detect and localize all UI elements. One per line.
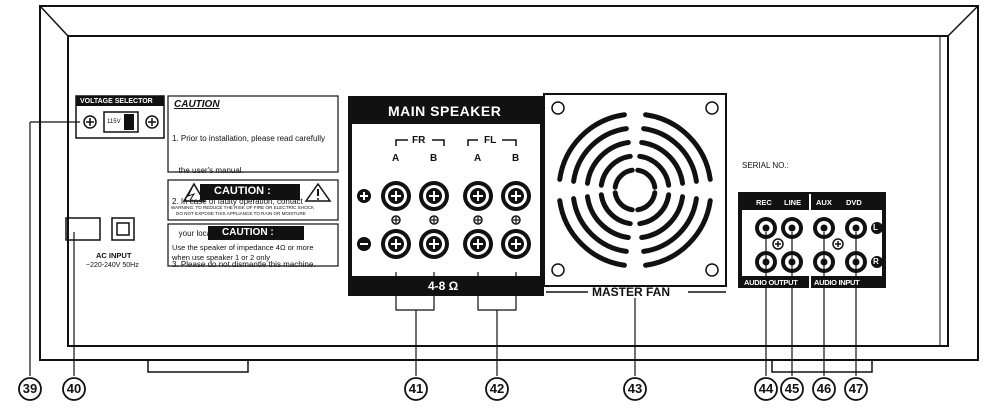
master-fan-label: MASTER FAN bbox=[592, 285, 670, 299]
fl-a-label: A bbox=[474, 153, 482, 164]
speaker-terminal-fr-a-minus[interactable] bbox=[381, 229, 411, 259]
ac-input-spec: ~220-240V 50Hz bbox=[86, 262, 139, 269]
ac-input-socket[interactable] bbox=[111, 217, 135, 241]
terminal-separator-icon bbox=[511, 215, 521, 225]
callout-circle bbox=[754, 377, 778, 401]
line-label: LINE bbox=[784, 198, 802, 207]
speaker-terminal-fr-a-plus[interactable] bbox=[381, 181, 411, 211]
caution-lines: 1. Prior to installation, please read ca… bbox=[172, 113, 325, 281]
ground-icon-right bbox=[832, 238, 844, 250]
caution-line-3: 2. In case of faulty operation, contact bbox=[172, 197, 303, 206]
callout-circle bbox=[404, 377, 428, 401]
fl-b-label: B bbox=[512, 153, 520, 164]
callout-circle bbox=[18, 377, 42, 401]
impedance-caution-line-2: when use speaker 1 or 2 only bbox=[172, 253, 270, 262]
caution-title: CAUTION bbox=[174, 99, 220, 110]
callout-circle bbox=[485, 377, 509, 401]
voltage-switch-label: 115V bbox=[107, 119, 121, 125]
rec-label: REC bbox=[756, 198, 772, 207]
caution-line-1: 1. Prior to installation, please read ca… bbox=[172, 134, 325, 143]
rca-jack-dvd-left[interactable] bbox=[845, 217, 867, 239]
callout-number: 45 bbox=[784, 381, 800, 396]
fr-label: FR bbox=[412, 135, 426, 146]
dvd-label: DVD bbox=[846, 198, 862, 207]
voltage-screw-left bbox=[83, 115, 97, 129]
impedance-caution-line-1: Use the speaker of impedance 4Ω or more bbox=[172, 243, 314, 252]
callout-number: 47 bbox=[848, 381, 864, 396]
terminal-separator-icon bbox=[391, 215, 401, 225]
impedance-label: 4-8 Ω bbox=[428, 279, 459, 293]
rca-jack-line-left[interactable] bbox=[781, 217, 803, 239]
main-speaker-title: MAIN SPEAKER bbox=[388, 103, 502, 119]
fr-b-label: B bbox=[430, 153, 438, 164]
lightning-triangle-icon bbox=[182, 182, 206, 202]
shock-warning-line-2: DO NOT EXPOSE THIS APPLIANCE TO RAIN OR … bbox=[176, 211, 306, 216]
aux-label: AUX bbox=[816, 198, 832, 207]
fan-grill bbox=[557, 112, 713, 268]
caution-line-5: 3. Please do not dismantle this machine. bbox=[172, 260, 316, 269]
rca-jack-rec-left[interactable] bbox=[755, 217, 777, 239]
callout-circle bbox=[812, 377, 836, 401]
voltage-selector-title: VOLTAGE SELECTOR bbox=[80, 98, 153, 105]
voltage-switch[interactable] bbox=[103, 111, 139, 133]
callout-number: 39 bbox=[22, 381, 38, 396]
terminal-separator-icon bbox=[473, 215, 483, 225]
right-channel-label: R bbox=[873, 257, 879, 266]
callout-circle bbox=[62, 377, 86, 401]
callout-circle bbox=[780, 377, 804, 401]
callout-number: 42 bbox=[489, 381, 505, 396]
minus-icon bbox=[357, 237, 371, 251]
ground-icon-left bbox=[772, 238, 784, 250]
speaker-terminal-fl-b-plus[interactable] bbox=[501, 181, 531, 211]
power-cord-socket[interactable] bbox=[65, 217, 101, 241]
left-channel-label: L bbox=[873, 223, 878, 232]
shock-warning-title: CAUTION : bbox=[214, 185, 271, 197]
callout-number: 40 bbox=[66, 381, 82, 396]
rca-jack-aux-left[interactable] bbox=[813, 217, 835, 239]
speaker-terminal-fl-b-minus[interactable] bbox=[501, 229, 531, 259]
audio-output-label: AUDIO OUTPUT bbox=[744, 278, 798, 287]
caution-line-2: the user's manual. bbox=[172, 165, 244, 175]
callout-number: 46 bbox=[816, 381, 832, 396]
ac-input-label: AC INPUT bbox=[96, 251, 132, 260]
speaker-terminal-fl-a-minus[interactable] bbox=[463, 229, 493, 259]
callout-circle bbox=[844, 377, 868, 401]
fl-label: FL bbox=[484, 135, 497, 146]
callout-number: 41 bbox=[408, 381, 424, 396]
serial-label: SERIAL NO.: bbox=[742, 161, 789, 170]
shock-warning-line-1: WARNING: TO REDUCE THE RISK OF FIRE OR E… bbox=[171, 205, 315, 210]
impedance-caution-title: CAUTION : bbox=[222, 227, 274, 238]
speaker-terminal-fr-b-plus[interactable] bbox=[419, 181, 449, 211]
callout-number: 44 bbox=[758, 381, 774, 396]
caution-line-4: your local dealer or repairman. bbox=[172, 228, 288, 238]
speaker-terminal-fl-a-plus[interactable] bbox=[463, 181, 493, 211]
plus-icon bbox=[357, 189, 371, 203]
terminal-separator-icon bbox=[429, 215, 439, 225]
callout-number: 43 bbox=[627, 381, 643, 396]
audio-input-label: AUDIO INPUT bbox=[814, 278, 860, 287]
callout-circle bbox=[623, 377, 647, 401]
exclamation-triangle-icon bbox=[304, 182, 332, 202]
speaker-terminal-fr-b-minus[interactable] bbox=[419, 229, 449, 259]
fr-a-label: A bbox=[392, 153, 400, 164]
voltage-screw-right bbox=[145, 115, 159, 129]
